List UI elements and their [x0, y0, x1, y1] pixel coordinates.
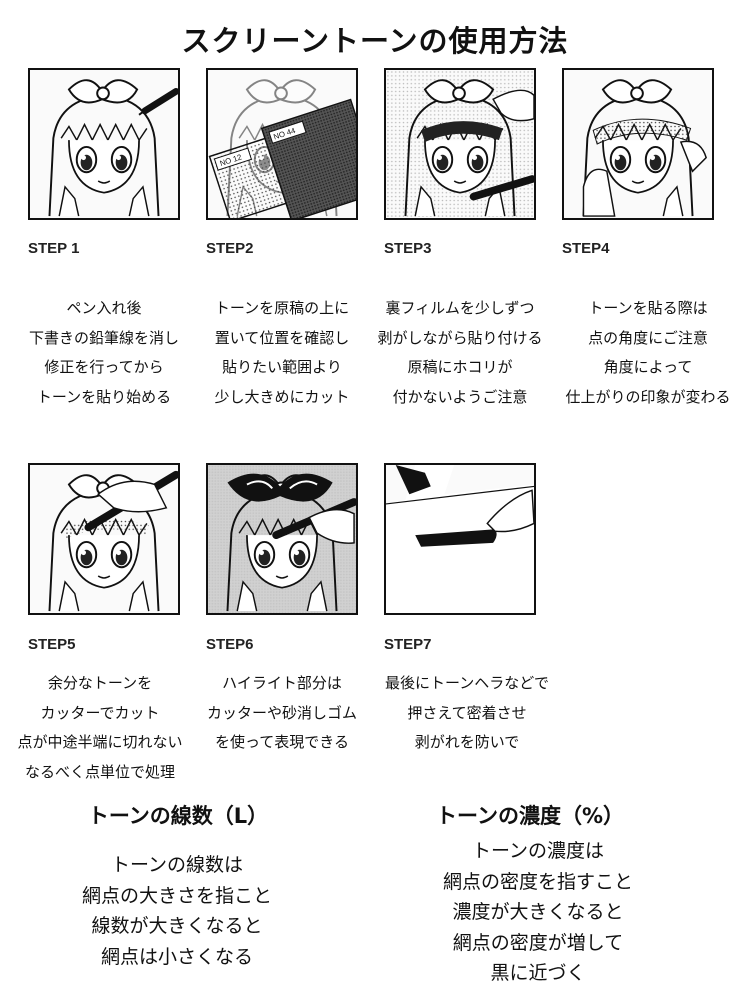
step4-line-4: 仕上がりの印象が変わる — [565, 387, 731, 406]
screen-ruling-line-4: 網点は小さくなる — [100, 945, 253, 968]
step5-line-1: 余分なトーンを — [47, 674, 153, 692]
step1-illustration — [28, 68, 180, 220]
step2-label: STEP2 — [206, 240, 254, 257]
step1-description: ペン入れ後 下書きの鉛筆線を消し 修正を行ってから トーンを貼り始める — [9, 294, 199, 412]
step2-line-2: 置いて位置を確認し — [214, 328, 350, 347]
step6-description: ハイライト部分は カッターや砂消しゴム を使って表現できる — [187, 669, 377, 758]
step1-line-4: トーンを貼り始める — [36, 387, 172, 406]
page-title: スクリーントーンの使用方法 — [181, 24, 569, 58]
step1-line-3: 修正を行ってから — [44, 358, 164, 376]
step5-line-2: カッターでカット — [40, 703, 160, 722]
step2-description: トーンを原稿の上に 置いて位置を確認し 貼りたい範囲より 少し大きめにカット — [187, 294, 377, 412]
step3-line-3: 原稿にホコリが — [407, 358, 513, 376]
step2-line-4: 少し大きめにカット — [214, 387, 350, 406]
step6-line-3: を使って表現できる — [215, 733, 349, 751]
screen-ruling-body: トーンの線数は 網点の大きさを指こと 線数が大きくなると 網点は小さくなる — [27, 850, 327, 972]
step1-label: STEP 1 — [28, 240, 80, 257]
step7-label: STEP7 — [384, 636, 432, 653]
step5-description: 余分なトーンを カッターでカット 点が中途半端に切れない なるべく点単位で処理 — [5, 669, 195, 787]
tone-density-line-2: 網点の密度を指すこと — [442, 870, 633, 893]
step4-label: STEP4 — [562, 240, 610, 257]
step6-illustration — [206, 463, 358, 615]
tone-density-line-3: 濃度が大きくなると — [452, 901, 624, 923]
step3-line-4: 付かないようご注意 — [392, 387, 528, 406]
step5-label: STEP5 — [28, 636, 76, 653]
step4-description: トーンを貼る際は 点の角度にご注意 角度によって 仕上がりの印象が変わる — [553, 294, 743, 412]
step3-line-2: 剥がしながら貼り付ける — [377, 328, 543, 347]
tone-density-line-1: トーンの濃度は — [471, 840, 605, 862]
screen-ruling-line-1: トーンの線数は — [110, 854, 244, 876]
step4-illustration — [562, 68, 714, 220]
step2-illustration: NO 12 NO 44 — [206, 68, 358, 220]
step1-line-1: ペン入れ後 — [66, 299, 142, 317]
step4-line-1: トーンを貼る際は — [588, 299, 708, 317]
tone-density-line-4: 網点の密度が増して — [452, 931, 624, 954]
step5-illustration — [28, 463, 180, 615]
tone-density-heading: トーンの濃度（%） — [436, 804, 624, 828]
step3-description: 裏フィルムを少しずつ 剥がしながら貼り付ける 原稿にホコリが 付かないようご注意 — [365, 294, 555, 412]
step4-line-2: 点の角度にご注意 — [588, 328, 708, 347]
step7-line-2: 押さえて密着させ — [407, 703, 527, 722]
step6-line-2: カッターや砂消しゴム — [206, 703, 357, 722]
screen-ruling-line-2: 網点の大きさを指こと — [81, 884, 272, 907]
step3-illustration — [384, 68, 536, 220]
step3-line-1: 裏フィルムを少しずつ — [385, 299, 535, 317]
step2-line-3: 貼りたい範囲より — [222, 358, 342, 376]
step6-line-1: ハイライト部分は — [222, 674, 342, 692]
step1-line-2: 下書きの鉛筆線を消し — [28, 328, 179, 347]
step7-description: 最後にトーンヘラなどで 押さえて密着させ 剥がれを防いで — [372, 669, 562, 758]
step7-line-3: 剥がれを防いで — [414, 733, 520, 751]
step7-line-1: 最後にトーンヘラなどで — [385, 674, 549, 692]
step7-illustration — [384, 463, 536, 615]
screen-ruling-heading: トーンの線数（L） — [87, 804, 269, 828]
step5-line-4: なるべく点単位で処理 — [24, 762, 175, 781]
step3-label: STEP3 — [384, 240, 432, 257]
step5-line-3: 点が中途半端に切れない — [17, 733, 183, 751]
tone-density-line-5: 黒に近づく — [490, 962, 586, 984]
screen-ruling-line-3: 線数が大きくなると — [91, 915, 263, 937]
tone-density-body: トーンの濃度は 網点の密度を指すこと 濃度が大きくなると 網点の密度が増して 黒… — [388, 836, 688, 989]
step2-line-1: トーンを原稿の上に — [214, 299, 350, 317]
step4-line-3: 角度によって — [603, 358, 693, 376]
step6-label: STEP6 — [206, 636, 254, 653]
